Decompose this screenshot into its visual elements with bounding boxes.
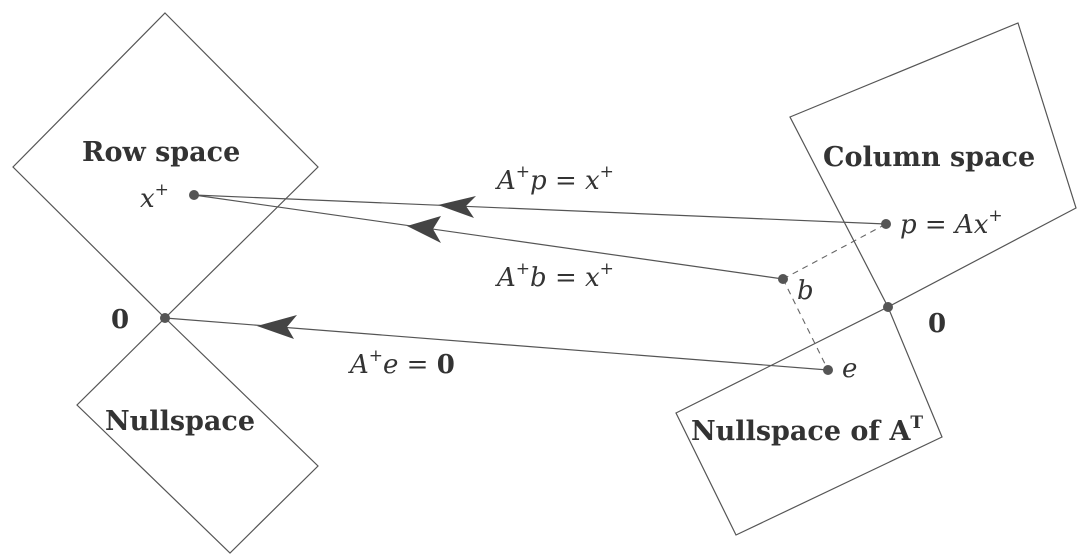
arrowhead-e [257, 315, 297, 339]
zero-right-label: 0 [928, 309, 946, 339]
equation-a-plus-e: A+e = 0 [348, 346, 455, 380]
x-plus-label: x+ [140, 180, 169, 214]
point-zero-right [883, 302, 893, 312]
point-x-plus [189, 190, 199, 200]
left-nullspace-region [675, 306, 943, 536]
arrowhead-b [407, 216, 441, 243]
column-space-label: Column space [823, 142, 1035, 173]
nullspace-label: Nullspace [105, 406, 255, 437]
equation-a-plus-p: A+p = x+ [495, 162, 614, 196]
left-nullspace-text: Nullspace of A [691, 416, 911, 447]
p-label: p = Ax+ [900, 206, 1003, 240]
arrow-p-to-xplus [193, 194, 887, 225]
point-p [881, 219, 891, 229]
arrow-b-to-xplus [193, 194, 784, 280]
arrowhead-p [438, 196, 476, 218]
point-zero-left [160, 313, 170, 323]
e-label: e [842, 354, 857, 384]
left-nullspace-sup: T [910, 413, 923, 433]
dashed-b-to-p [782, 223, 887, 280]
equation-a-plus-b: A+b = x+ [495, 259, 614, 293]
column-space-region [789, 22, 1077, 308]
b-label: b [797, 276, 814, 306]
point-e [823, 365, 833, 375]
zero-left-label: 0 [111, 305, 129, 335]
row-space-label: Row space [82, 137, 240, 168]
left-nullspace-label: Nullspace of AT [691, 413, 923, 447]
point-b [778, 274, 788, 284]
dashed-b-to-e [782, 278, 829, 371]
nullspace-region [76, 317, 319, 554]
